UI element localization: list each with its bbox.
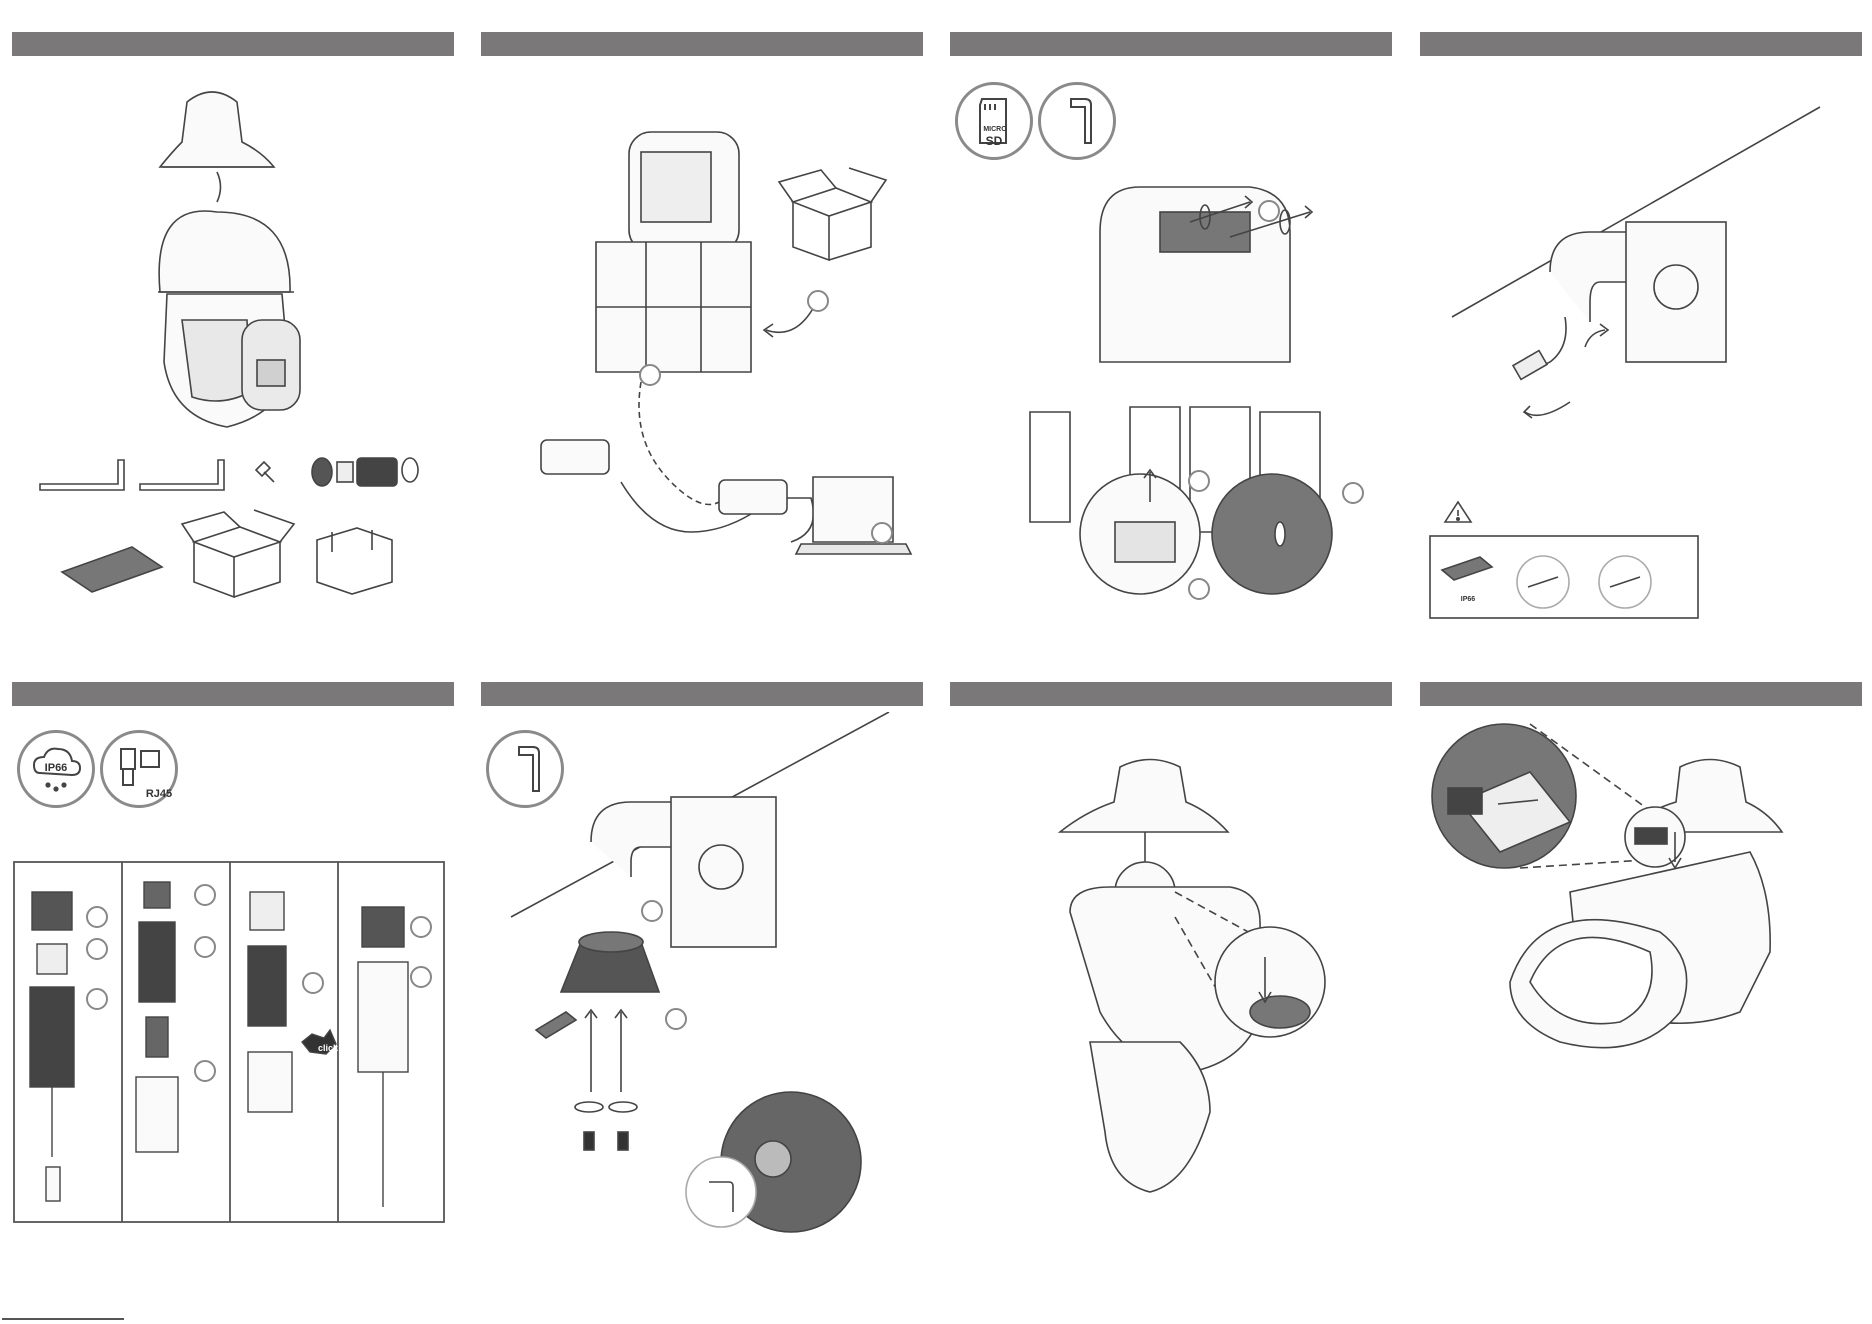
panel-wall-mount-cable: IP66 — [1420, 32, 1862, 652]
panel-header — [12, 682, 454, 706]
panel-power-up — [481, 32, 923, 652]
step-number — [641, 900, 663, 922]
step-number — [194, 936, 216, 958]
panel-mount-adapter — [481, 682, 923, 1302]
step-number — [410, 916, 432, 938]
power-up-illustration — [481, 62, 923, 652]
microsd-illustration — [950, 62, 1392, 652]
cable-gland-illustration: click — [12, 712, 454, 1302]
step-number — [86, 906, 108, 928]
panel-header — [1420, 32, 1862, 56]
panel-header — [950, 682, 1392, 706]
panel-package-contents — [12, 32, 454, 652]
panel-latch-camera — [1420, 682, 1862, 1302]
panel-microsd-install: MICRO SD — [950, 32, 1392, 652]
footer-rule — [2, 1318, 124, 1320]
step-number — [665, 1008, 687, 1030]
panel-header — [12, 32, 454, 56]
step-number — [86, 988, 108, 1010]
panel-hang-camera — [950, 682, 1392, 1302]
step-number — [194, 1060, 216, 1082]
warning-ip66-label: IP66 — [1450, 596, 1486, 603]
step-number — [86, 938, 108, 960]
package-contents-illustration — [12, 62, 454, 652]
step-number — [807, 290, 829, 312]
step-number — [639, 364, 661, 386]
wall-mount-illustration — [1420, 62, 1862, 652]
mount-adapter-illustration — [481, 712, 923, 1302]
latch-camera-illustration — [1420, 712, 1862, 1302]
step-number — [1258, 200, 1280, 222]
step-number — [194, 884, 216, 906]
click-label: click — [318, 1043, 339, 1053]
step-number — [871, 522, 893, 544]
step-number — [410, 966, 432, 988]
panel-cable-gland: IP66 RJ45 — [12, 682, 454, 1302]
step-number — [302, 972, 324, 994]
step-number — [1188, 470, 1210, 492]
step-number — [1342, 482, 1364, 504]
panel-header — [950, 32, 1392, 56]
panel-header — [481, 32, 923, 56]
step-number — [1188, 578, 1210, 600]
hang-camera-illustration — [950, 712, 1392, 1302]
panel-header — [481, 682, 923, 706]
panel-header — [1420, 682, 1862, 706]
